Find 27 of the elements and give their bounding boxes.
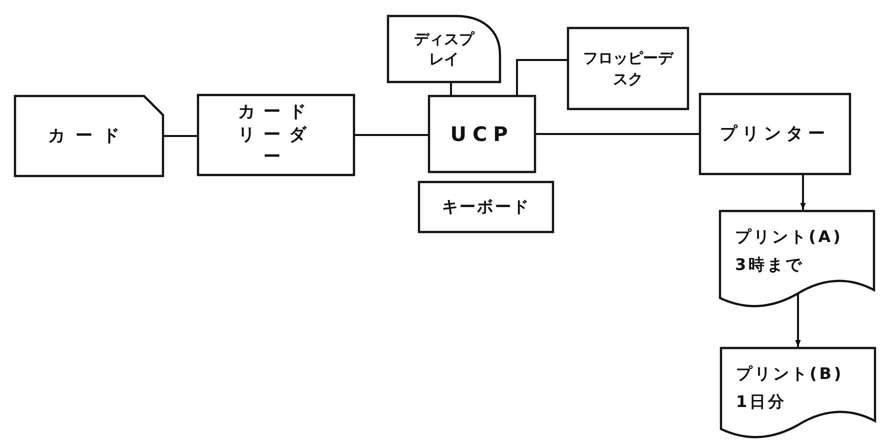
process-box <box>699 93 851 175</box>
arrow <box>795 294 801 347</box>
node-label: カード <box>48 124 130 148</box>
node-label: 1日分 <box>736 390 786 412</box>
node-label: プリンター <box>720 122 830 146</box>
node-label: 3時まで <box>735 254 804 276</box>
arrow <box>800 175 806 210</box>
connector-line <box>355 134 428 136</box>
document-symbol <box>720 347 876 441</box>
process-box <box>418 181 554 233</box>
process-box <box>428 95 536 173</box>
node-label: プリント(A) <box>735 226 843 248</box>
connector-line <box>516 59 567 95</box>
connector-line <box>164 135 197 137</box>
node-label: カードリーダー <box>236 100 316 170</box>
card-symbol <box>14 95 164 177</box>
node-label: フロッピーデスク <box>583 48 673 89</box>
node-label: ディスプレイ <box>414 28 474 70</box>
display-symbol <box>387 15 501 83</box>
connector-line <box>450 83 452 95</box>
process-box <box>567 27 689 110</box>
process-box <box>197 94 355 176</box>
connector-line <box>536 133 699 135</box>
node-label: プリント(B) <box>736 363 844 385</box>
document-symbol <box>719 210 875 310</box>
node-label: UCP <box>450 120 514 148</box>
node-label: キーボード <box>442 196 530 218</box>
